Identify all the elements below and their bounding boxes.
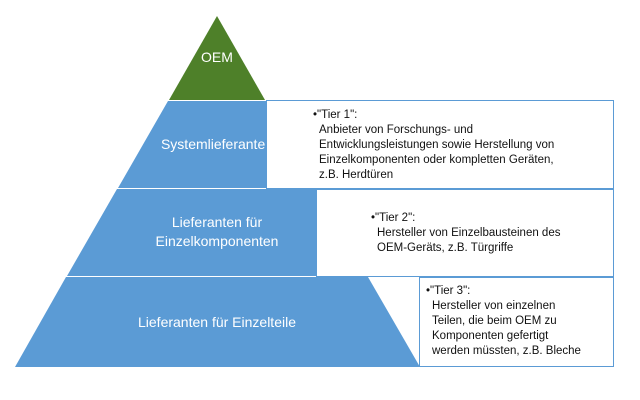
level-2-label-line-2: Einzelkomponenten: [155, 233, 279, 249]
bullet-icon: •: [426, 285, 431, 297]
apex-label: OEM: [177, 48, 257, 67]
level-2-label-line-1: Lieferanten für: [171, 214, 263, 230]
tier-2-heading: •"Tier 2":: [371, 211, 560, 226]
tier-2-description: •"Tier 2": Hersteller von Einzelbaustein…: [371, 211, 561, 256]
level-3-label-line: Lieferanten für Einzelteile: [138, 314, 296, 330]
pyramid-level-2: [67, 189, 367, 276]
level-1-label: Systemlieferanten: [117, 135, 317, 154]
tier-1-description-box: •"Tier 1": Anbieter von Forschungs- und …: [266, 100, 614, 189]
tier-3-line-4: werden müssten, z.B. Bleche: [432, 345, 581, 357]
tier-3-heading: •"Tier 3":: [426, 284, 581, 299]
tier-2-description-box: •"Tier 2": Hersteller von Einzelbaustein…: [316, 189, 614, 277]
pyramid-level-3: [15, 277, 420, 367]
tier-3-line-1: Hersteller von einzelnen: [432, 300, 556, 312]
level-1-label-line: Systemlieferanten: [160, 136, 274, 152]
bullet-icon: •: [313, 109, 318, 121]
bullet-icon: •: [371, 212, 376, 224]
tier-3-line-2: Teilen, die beim OEM zu: [432, 315, 557, 327]
tier-2-title: "Tier 2":: [375, 212, 416, 224]
level-3-label: Lieferanten für Einzelteile: [87, 313, 347, 332]
tier-3-description-box: •"Tier 3": Hersteller von einzelnen Teil…: [419, 277, 614, 367]
level-2-label: Lieferanten für Einzelkomponenten: [117, 213, 317, 251]
tier-3-title: "Tier 3":: [430, 285, 471, 297]
tier-1-title: "Tier 1":: [317, 109, 358, 121]
tier-1-line-4: z.B. Herdtüren: [319, 169, 394, 181]
tier-3-line-3: Komponenten gefertigt: [432, 330, 549, 342]
tier-1-line-3: Einzelkomponenten oder kompletten Geräte…: [319, 154, 554, 166]
tier-2-line-1: Hersteller von Einzelbausteinen des: [377, 227, 561, 239]
apex-label-text: OEM: [201, 49, 233, 65]
pyramid-apex-oem: [169, 16, 265, 100]
tier-1-line-2: Entwicklungsleistungen sowie Herstellung…: [319, 139, 555, 151]
tier-1-description: •"Tier 1": Anbieter von Forschungs- und …: [313, 108, 555, 183]
tier-1-line-1: Anbieter von Forschungs- und: [319, 124, 474, 136]
tier-3-description: •"Tier 3": Hersteller von einzelnen Teil…: [426, 284, 581, 359]
tier-1-heading: •"Tier 1":: [313, 108, 554, 123]
tier-2-line-2: OEM-Geräts, z.B. Türgriffe: [377, 242, 514, 254]
